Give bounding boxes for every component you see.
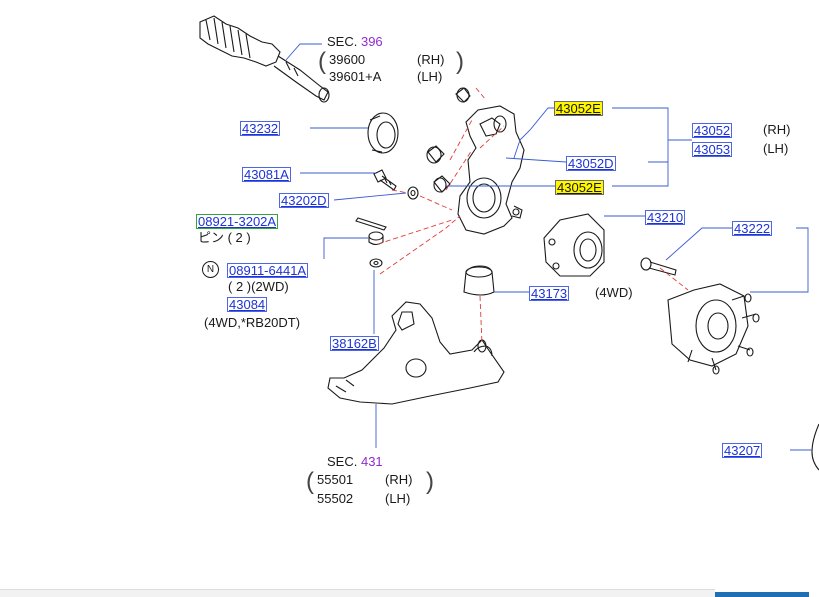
bracket-right: ) bbox=[456, 48, 464, 75]
sec-396-ref: SEC. 396 bbox=[327, 35, 383, 49]
bracket-right: ) bbox=[426, 468, 434, 495]
drive-shaft-drawing bbox=[199, 15, 330, 103]
lh-label: (LH) bbox=[763, 141, 789, 156]
part-43084-link[interactable]: 43084 bbox=[227, 297, 268, 312]
sec-431-ref: SEC. 431 bbox=[327, 455, 383, 469]
part-08921-link[interactable]: 08921-3202A bbox=[196, 214, 279, 229]
sec-prefix: SEC. bbox=[327, 34, 358, 49]
part-43052E-bottom-link[interactable]: 43052E bbox=[555, 180, 604, 195]
part-43207-link[interactable]: 43207 bbox=[722, 443, 763, 458]
part-39600-text: 39600 bbox=[329, 52, 366, 67]
castle-nut-drawing bbox=[368, 231, 384, 268]
knuckle-drawing bbox=[457, 105, 525, 235]
hub-bolt-drawing bbox=[640, 257, 677, 276]
sec-prefix: SEC. bbox=[327, 454, 358, 469]
sec-number-link[interactable]: 396 bbox=[360, 34, 383, 49]
axle-hub-drawing bbox=[667, 283, 760, 375]
part-43202D-link[interactable]: 43202D bbox=[279, 193, 329, 208]
lh-text: (LH) bbox=[417, 69, 443, 84]
rh-text: (RH) bbox=[417, 52, 445, 67]
assembly-dashed-lines bbox=[377, 87, 689, 345]
part-39601-text: 39601+A bbox=[329, 69, 382, 84]
lower-arm-drawing bbox=[327, 301, 505, 405]
part-43052D-link[interactable]: 43052D bbox=[566, 156, 616, 171]
washer-drawing bbox=[407, 186, 419, 200]
note-4wd-text: (4WD) bbox=[595, 285, 633, 300]
part-43232-link[interactable]: 43232 bbox=[240, 121, 281, 136]
rh-label: (RH) bbox=[763, 122, 791, 137]
pin-qty-text: ピン ( 2 ) bbox=[198, 230, 251, 245]
part-43052-link[interactable]: 43052 bbox=[692, 123, 733, 138]
part-43053-link[interactable]: 43053 bbox=[692, 142, 733, 157]
horizontal-scrollbar-thumb[interactable] bbox=[715, 592, 809, 597]
part-43222-link[interactable]: 43222 bbox=[732, 221, 773, 236]
partial-part-edge bbox=[811, 423, 819, 471]
note-4wd-rb-text: (4WD,*RB20DT) bbox=[204, 315, 301, 330]
part-08911-link[interactable]: 08911-6441A bbox=[227, 263, 309, 278]
part-55501-text: 55501 bbox=[317, 472, 354, 487]
part-55502-text: 55502 bbox=[317, 491, 354, 506]
hub-bearing-drawing bbox=[543, 213, 605, 277]
bracket-left: ( bbox=[318, 48, 326, 75]
bushing-drawing bbox=[426, 87, 507, 193]
bolt-drawing bbox=[373, 169, 397, 191]
leader-lines bbox=[285, 43, 812, 451]
part-43210-link[interactable]: 43210 bbox=[645, 210, 686, 225]
nut-qty-text: ( 2 )(2WD) bbox=[228, 279, 289, 294]
part-38162B-link[interactable]: 38162B bbox=[330, 336, 379, 351]
rh-text: (RH) bbox=[385, 472, 413, 487]
bracket-left: ( bbox=[306, 468, 314, 495]
part-43052E-top-link[interactable]: 43052E bbox=[554, 101, 603, 116]
horizontal-scrollbar-track[interactable] bbox=[0, 589, 715, 597]
dust-boot-drawing bbox=[463, 265, 495, 296]
oil-seal-drawing bbox=[367, 112, 399, 154]
lh-text: (LH) bbox=[385, 491, 411, 506]
nut-symbol-icon: N bbox=[202, 261, 219, 278]
sec-number-link[interactable]: 431 bbox=[360, 454, 383, 469]
cotter-pin-drawing bbox=[355, 217, 387, 231]
part-43081A-link[interactable]: 43081A bbox=[242, 167, 291, 182]
part-43173-link[interactable]: 43173 bbox=[529, 286, 570, 301]
